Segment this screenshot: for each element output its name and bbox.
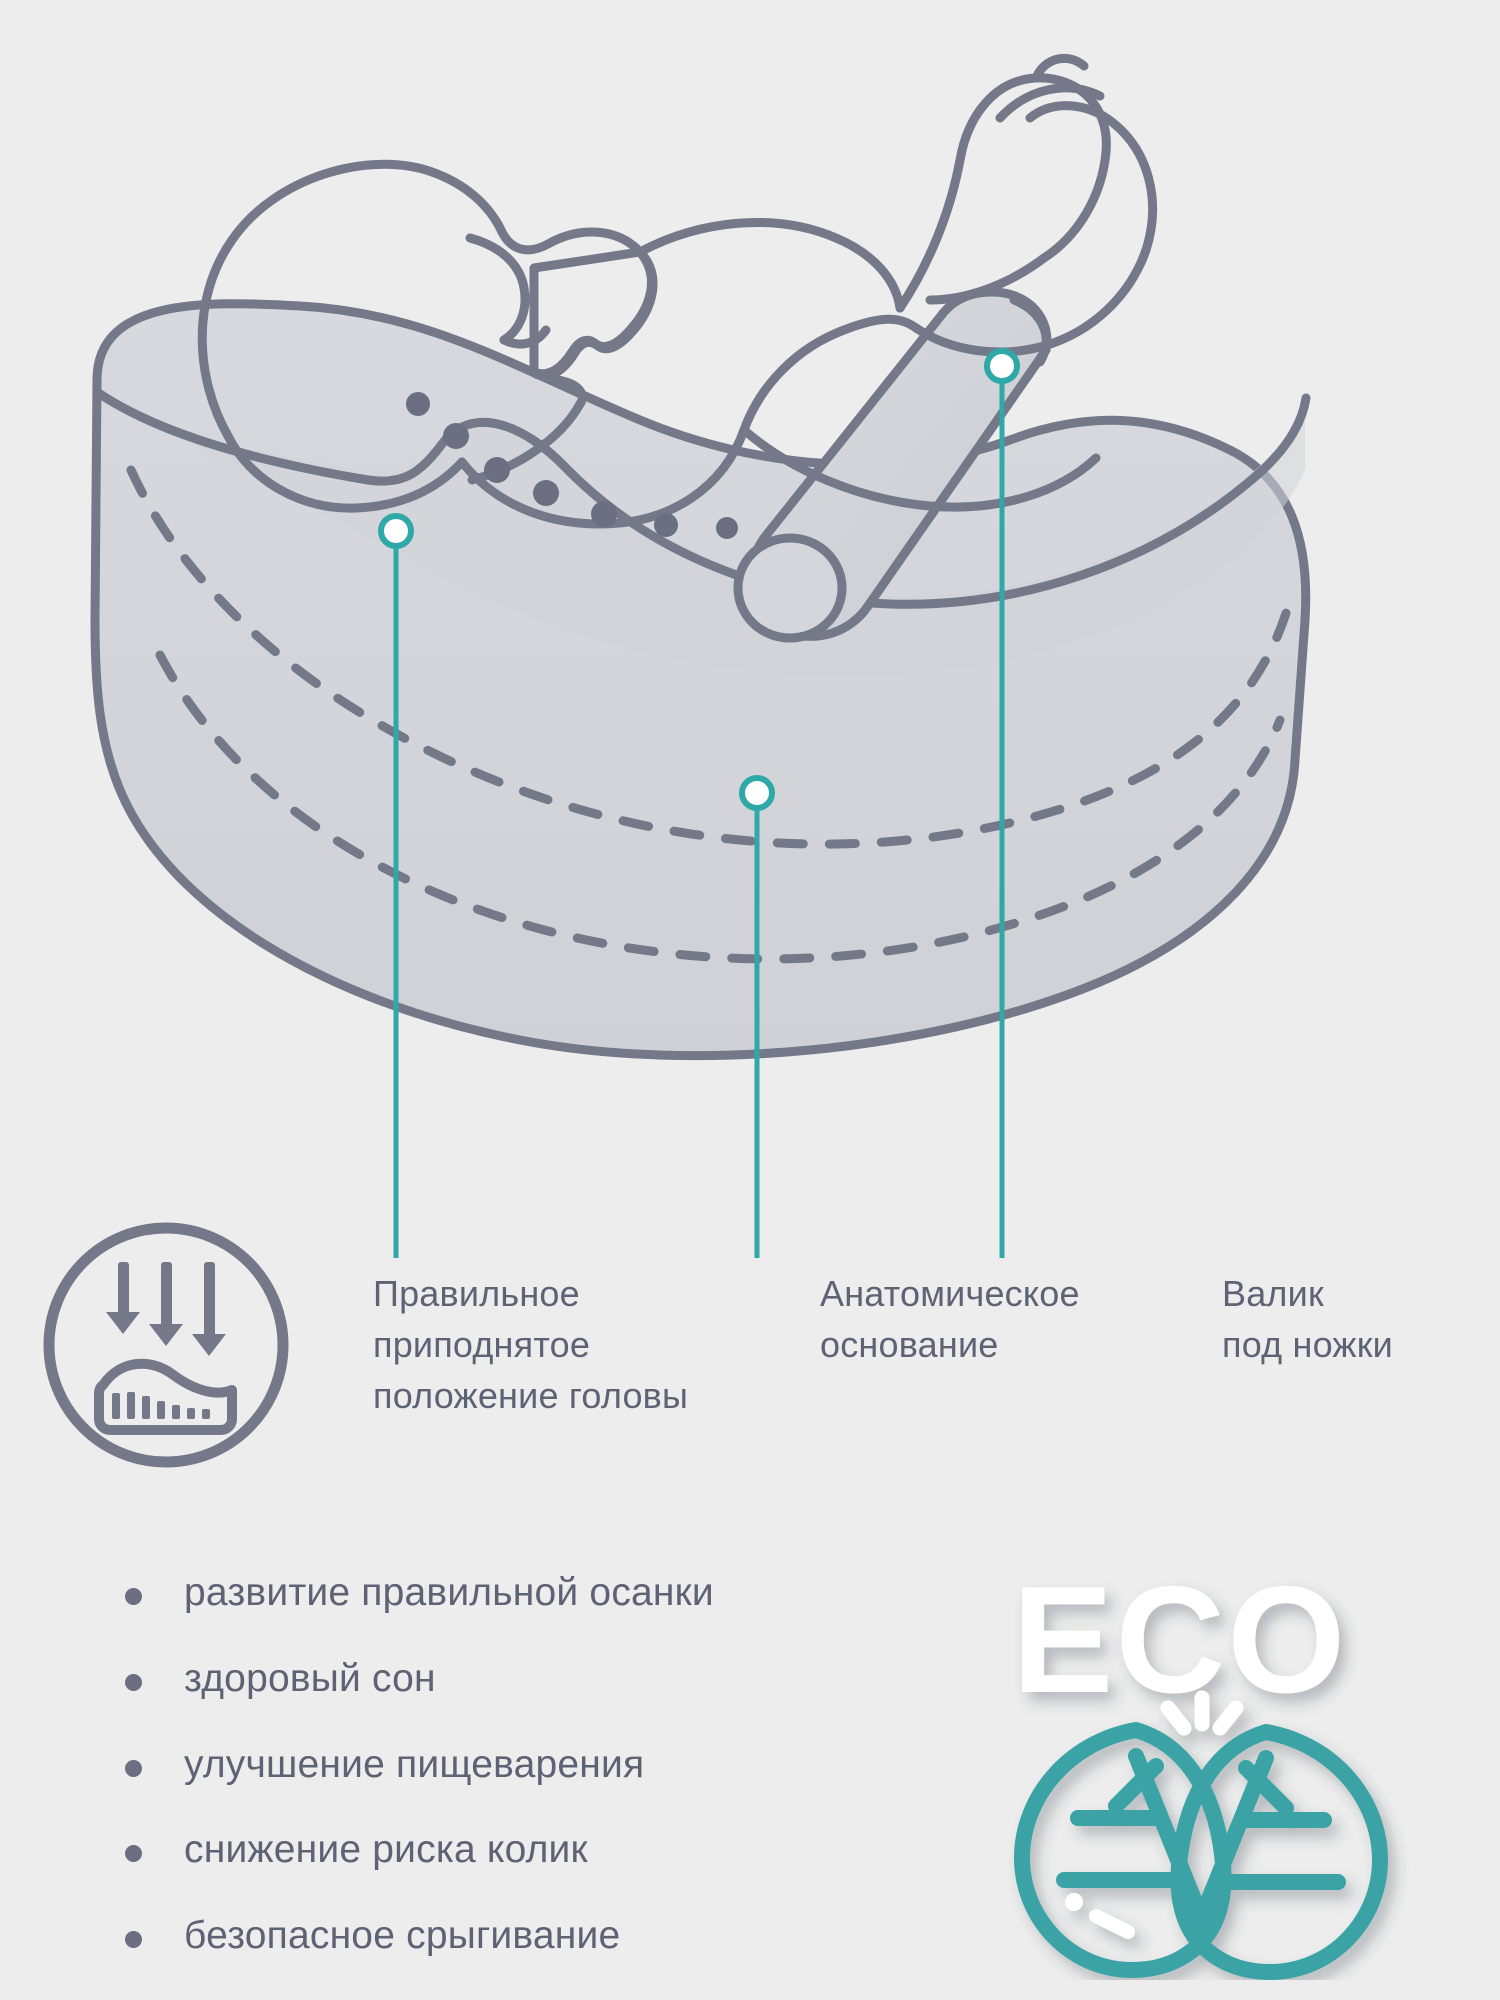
mattress-shape [94, 1358, 237, 1435]
bolster-top-cap [1009, 295, 1051, 367]
list-item: безопасное срыгивание [125, 1913, 885, 1960]
bullet-icon [125, 1759, 142, 1777]
eco-text: ECO [1012, 1580, 1347, 1725]
mattress-pressure-icon [43, 1222, 289, 1468]
baby-outline [197, 53, 1157, 529]
list-item: снижение риска колик [125, 1827, 885, 1874]
benefits-list: развитие правильной осанки здоровый сон … [125, 1570, 885, 1999]
mattress-bars [112, 1392, 210, 1419]
leg-bolster-roll [733, 287, 1052, 643]
bullet-icon [125, 1588, 142, 1605]
sparkle-icons-lower [1089, 1909, 1135, 1939]
leaf-right-icon [1170, 1724, 1388, 1980]
list-item: здоровый сон [125, 1656, 885, 1703]
callout-label-roll: Валик под ножки [1222, 1273, 1393, 1366]
pillow-cradle-contour [92, 387, 1311, 609]
benefit-label: снижение риска колик [184, 1828, 588, 1872]
pressure-arrows [106, 1262, 226, 1356]
benefit-label: здоровый сон [184, 1656, 436, 1700]
callout-label-base: Анатомическое основание [820, 1273, 1080, 1366]
pillow-stitching [126, 465, 1295, 964]
icon-circle-border [43, 1222, 289, 1468]
list-item: улучшение пищеварения [125, 1742, 885, 1789]
teal-pin-marker-base[interactable] [739, 775, 775, 811]
eco-badge: ECO [1012, 1580, 1388, 1980]
benefit-label: безопасное срыгивание [184, 1914, 621, 1958]
benefit-label: развитие правильной осанки [184, 1571, 714, 1614]
teal-pin-marker-head[interactable] [378, 513, 414, 549]
sparkle-icons [1160, 1690, 1244, 1736]
bolster-end-cap [733, 533, 847, 643]
bullet-icon [125, 1845, 142, 1863]
teal-pin-marker-roll[interactable] [984, 348, 1020, 384]
callout-label-head: Правильное приподнятое положение головы [373, 1273, 689, 1417]
leaf-left-icon [1014, 1722, 1232, 1978]
list-item: развитие правильной осанки [125, 1570, 885, 1617]
bullet-icon [125, 1931, 142, 1949]
bullet-icon [125, 1673, 142, 1691]
benefit-label: улучшение пищеварения [184, 1742, 645, 1786]
sparkle-dot-icon [1065, 1893, 1083, 1911]
callout-leaders [378, 348, 1020, 1258]
spine-dots [406, 392, 738, 539]
